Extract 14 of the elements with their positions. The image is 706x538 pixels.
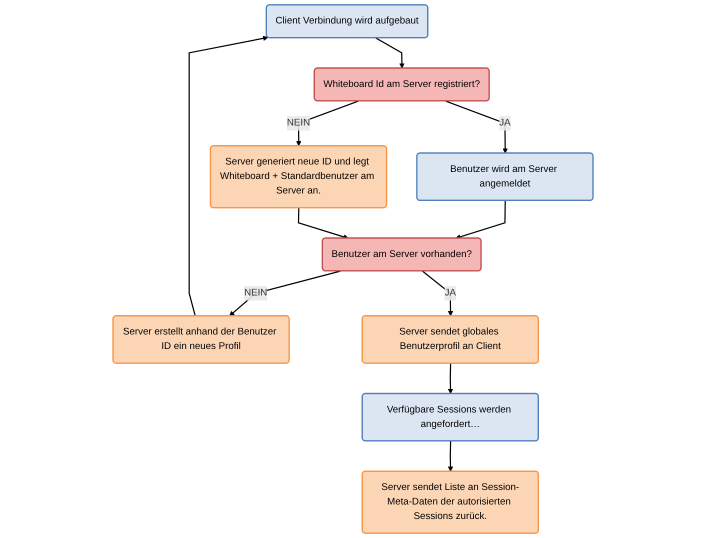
arrow: [229, 270, 341, 316]
arrow: [448, 441, 454, 472]
edge-label: JA: [499, 118, 511, 128]
arrow: [296, 100, 359, 146]
edge-label: JA: [444, 288, 456, 298]
arrow: [298, 208, 349, 240]
edge-label: NEIN: [286, 118, 310, 128]
arrow: [188, 36, 268, 316]
arrow: [448, 363, 454, 394]
arrow: [455, 200, 506, 240]
arrow: [375, 37, 405, 69]
edge-label: NEIN: [244, 288, 268, 298]
arrow: [445, 100, 508, 154]
arrow: [422, 270, 454, 316]
